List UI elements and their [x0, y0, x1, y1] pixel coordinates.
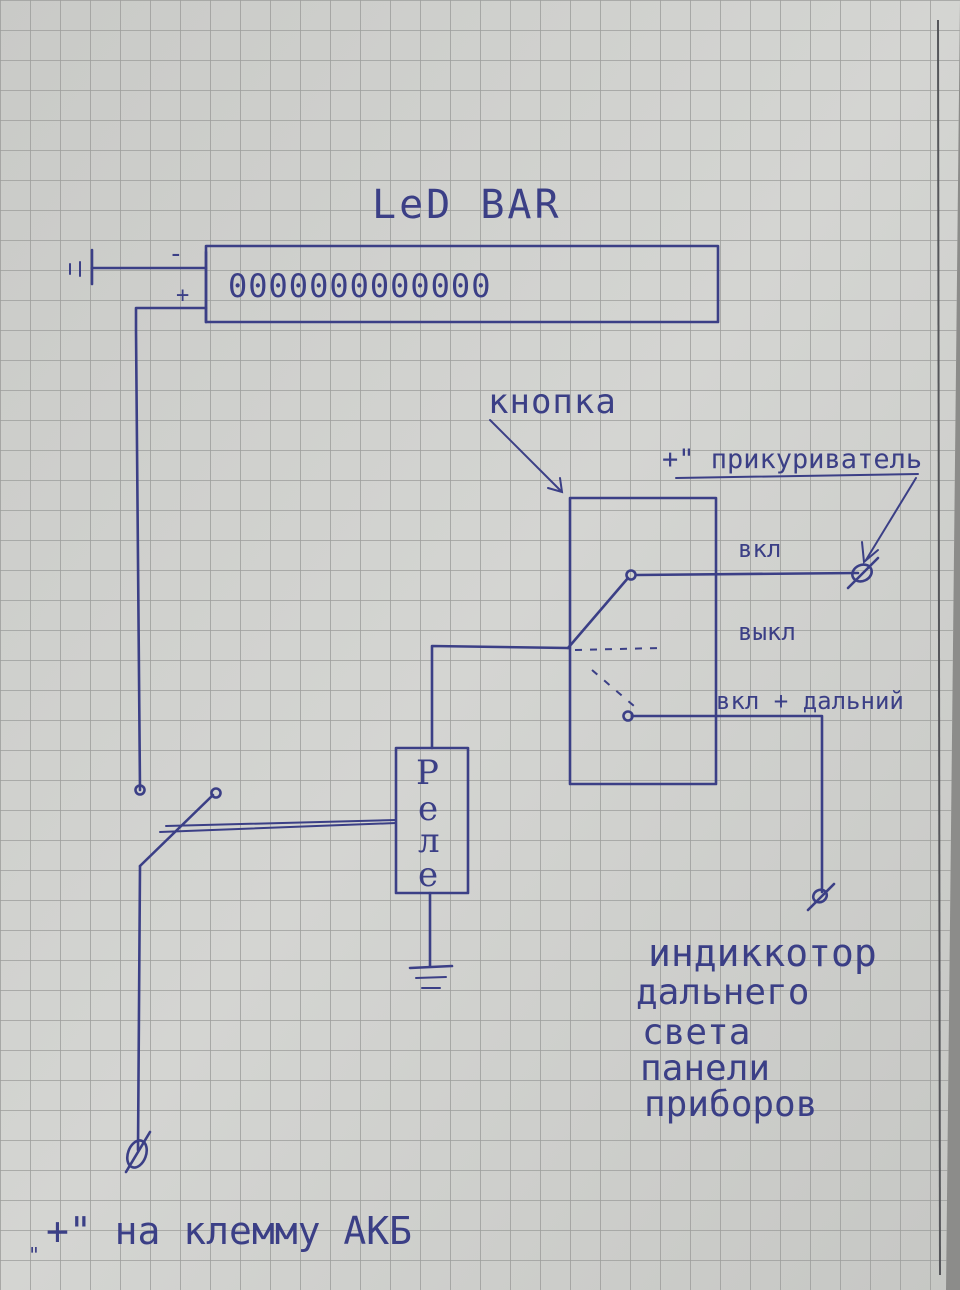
relay-letter-1: Р: [416, 753, 439, 793]
button-position-off: выкл: [738, 618, 796, 646]
led-bar-plus: +: [176, 283, 189, 308]
button-position-on: вкл: [738, 535, 781, 563]
indicator-line-1: индиккотор: [648, 931, 877, 975]
lighter-label: +" прикуриватель: [662, 444, 922, 475]
indicator-line-5: приборов: [644, 1084, 817, 1125]
button-position-on-high: вкл + дальний: [716, 687, 904, 715]
led-bar: 0000000000000 - +: [168, 239, 720, 324]
lighter-wire: [634, 571, 860, 577]
battery-label: +" на клемму АКБ: [46, 1209, 412, 1253]
relay-letter-4: е: [418, 855, 438, 895]
indicator-line-2: дальнего: [636, 972, 809, 1013]
relay-letter-3: л: [418, 821, 440, 861]
relay-coil-wire: [430, 644, 570, 750]
led-bar-minus: -: [168, 239, 184, 269]
led-ground-symbol: [69, 248, 208, 286]
battery-wire: [136, 864, 142, 1152]
battery-terminal: [124, 1130, 152, 1174]
button-switch-arm: [566, 576, 630, 650]
led-plus-wire: [134, 306, 208, 792]
led-bar-dots: 0000000000000: [228, 267, 491, 305]
indicator-terminal: [806, 882, 836, 912]
indicator-line-4: панели: [640, 1048, 770, 1089]
indicator-wire: [630, 714, 824, 894]
indicator-label: индиккотор дальнего света панели приборо…: [636, 931, 877, 1125]
lighter-terminal: [846, 556, 880, 590]
indicator-line-3: света: [642, 1012, 750, 1053]
button-label: кнопка: [488, 382, 617, 422]
relay-contact-left: [134, 784, 146, 796]
relay-letter-2: е: [418, 789, 438, 829]
battery-quote: ": [28, 1243, 40, 1267]
button-box: [568, 496, 718, 786]
relay-ground-symbol: [408, 891, 454, 989]
relay: Р е л е: [394, 746, 470, 895]
led-bar-title: LeD BAR: [372, 182, 562, 228]
relay-contact-right: [210, 787, 222, 799]
